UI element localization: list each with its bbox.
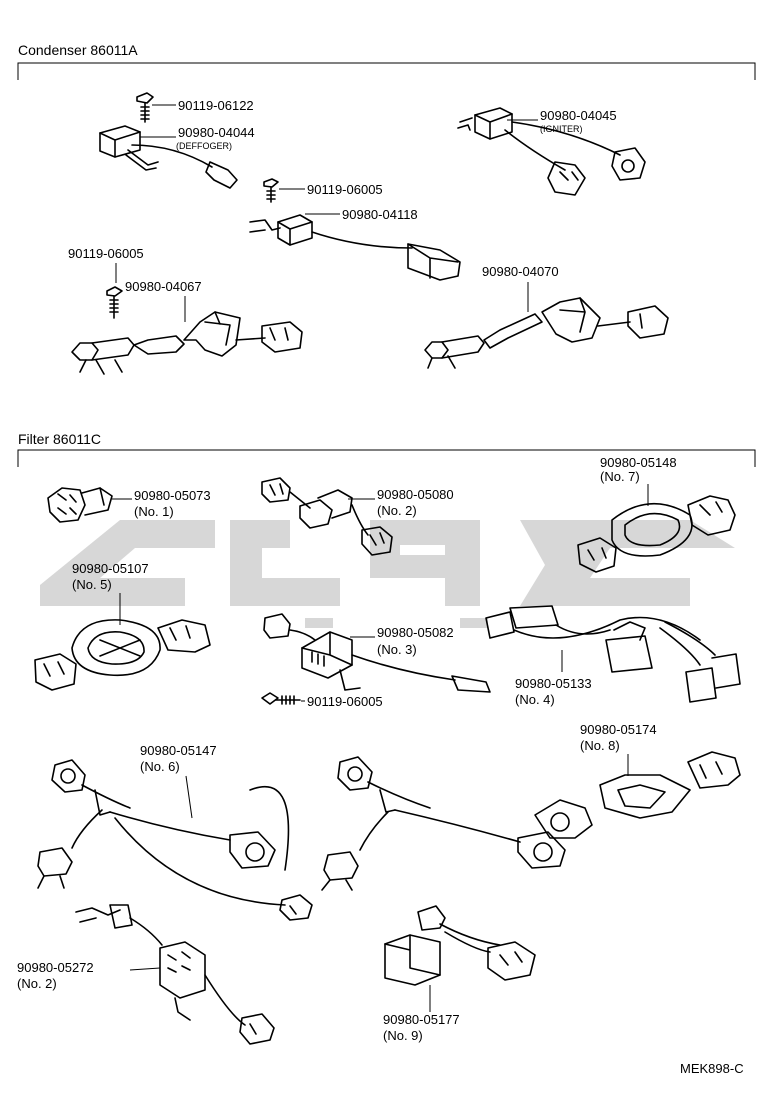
filter-90980-05147 <box>37 759 313 921</box>
part-number-90980-05147: 90980-05147 <box>140 743 217 758</box>
part-index-no9: (No. 9) <box>383 1028 423 1043</box>
part-index-no2-a: (No. 2) <box>377 503 417 518</box>
part-number-90980-04067: 90980-04067 <box>125 279 202 294</box>
filter-harness-middle <box>321 756 566 891</box>
filter-frame <box>17 449 756 467</box>
part-index-no7: (No. 7) <box>600 469 640 484</box>
condenser-90980-04044 <box>99 125 238 189</box>
filter-90980-05073 <box>47 487 113 523</box>
part-number-90980-05073: 90980-05073 <box>134 488 211 503</box>
part-note-deffoger: (DEFFOGER) <box>176 141 232 151</box>
diagram-code: MEK898-C <box>680 1061 744 1076</box>
condenser-frame <box>17 62 756 80</box>
part-index-no1: (No. 1) <box>134 504 174 519</box>
part-number-90980-05080: 90980-05080 <box>377 487 454 502</box>
part-number-90980-04044: 90980-04044 <box>178 125 255 140</box>
filter-90980-05133 <box>485 605 741 703</box>
condenser-90980-04067 <box>71 311 303 375</box>
filter-90980-05174 <box>534 751 741 839</box>
part-number-90119-06122: 90119-06122 <box>178 98 254 113</box>
part-index-no4: (No. 4) <box>515 692 555 707</box>
screw-90119-06005-c <box>261 692 301 705</box>
filter-90980-05080 <box>261 477 393 556</box>
filter-90980-05107 <box>34 619 211 691</box>
filter-section-title: Filter 86011C <box>18 431 101 447</box>
part-index-no8: (No. 8) <box>580 738 620 753</box>
part-number-90980-05148: 90980-05148 <box>600 455 677 470</box>
part-number-90980-05174: 90980-05174 <box>580 722 657 737</box>
part-number-90119-06005-a: 90119-06005 <box>307 182 383 197</box>
condenser-90980-04045 <box>457 107 646 196</box>
part-number-90980-05107: 90980-05107 <box>72 561 149 576</box>
part-index-no3: (No. 3) <box>377 642 417 657</box>
part-number-90980-05272: 90980-05272 <box>17 960 94 975</box>
part-number-90980-05082: 90980-05082 <box>377 625 454 640</box>
part-number-90980-04045: 90980-04045 <box>540 108 617 123</box>
part-number-90980-05177: 90980-05177 <box>383 1012 460 1027</box>
condenser-90980-04070 <box>424 297 669 369</box>
part-note-igniter: (IGNITER) <box>540 124 583 134</box>
watermark-logo <box>40 520 735 628</box>
part-index-no5: (No. 5) <box>72 577 112 592</box>
part-number-90119-06005-b: 90119-06005 <box>68 246 144 261</box>
part-index-no6: (No. 6) <box>140 759 180 774</box>
part-number-90980-04070: 90980-04070 <box>482 264 559 279</box>
filter-90980-05082 <box>263 613 491 693</box>
filter-90980-05148 <box>577 495 736 573</box>
condenser-90980-04118 <box>249 214 461 281</box>
filter-90980-05177 <box>384 905 536 986</box>
part-number-90980-05133: 90980-05133 <box>515 676 592 691</box>
screw-90119-06005-b <box>106 286 123 319</box>
part-number-90980-04118: 90980-04118 <box>342 207 418 222</box>
condenser-section-title: Condenser 86011A <box>18 42 138 58</box>
filter-90980-05272 <box>75 904 275 1045</box>
part-index-no2-b: (No. 2) <box>17 976 57 991</box>
part-number-90119-06005-c: 90119-06005 <box>307 694 383 709</box>
screw-90119-06005-a <box>263 178 279 203</box>
screw-90119-06122 <box>136 92 154 123</box>
